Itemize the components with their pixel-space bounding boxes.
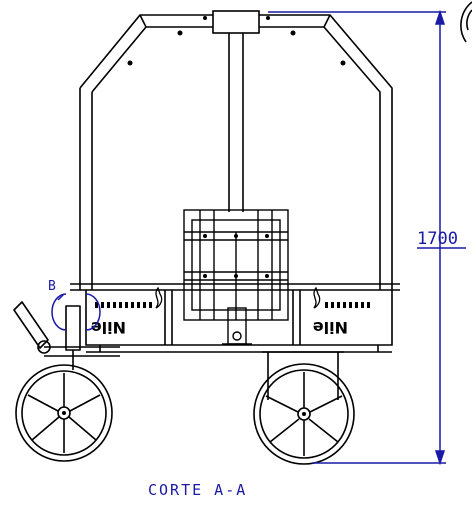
top-clamp: [212, 10, 260, 34]
center-pivot-mechanism: [222, 307, 252, 345]
tow-handle: [13, 301, 120, 370]
section-title: CORTE A-A: [148, 481, 247, 499]
brand-logo-right: Nile: [313, 318, 348, 337]
bracket-assembly: [183, 209, 289, 321]
front-wheel: [15, 364, 113, 462]
rear-caster-wheel: [253, 363, 355, 465]
height-dimension-line: [268, 9, 446, 466]
detail-b-label: B: [48, 279, 56, 294]
height-dimension-label-group: 1700: [417, 229, 466, 249]
flame-icon-left: [155, 286, 163, 309]
handle-frame: [79, 14, 393, 290]
bracket-bolts: [203, 234, 269, 278]
rear-wheel-hub: [302, 412, 306, 416]
perforation-strip-right: [325, 302, 370, 308]
central-column: [228, 33, 244, 212]
height-dimension-label: 1700: [417, 229, 458, 249]
front-wheel-hub: [62, 411, 66, 415]
detail-view-circle-fragment: [460, 1, 472, 43]
cart-body: [70, 283, 400, 353]
brand-logo-left: Nile: [91, 318, 126, 337]
detail-b-callout: [51, 293, 101, 331]
frame-rivets: [127, 16, 346, 66]
flame-icon-right: [313, 286, 321, 309]
svg-text:Nile: Nile: [313, 318, 348, 337]
perforation-strip-left: [95, 302, 152, 308]
rear-caster-fork: [262, 351, 344, 400]
svg-text:Nile: Nile: [91, 318, 126, 337]
